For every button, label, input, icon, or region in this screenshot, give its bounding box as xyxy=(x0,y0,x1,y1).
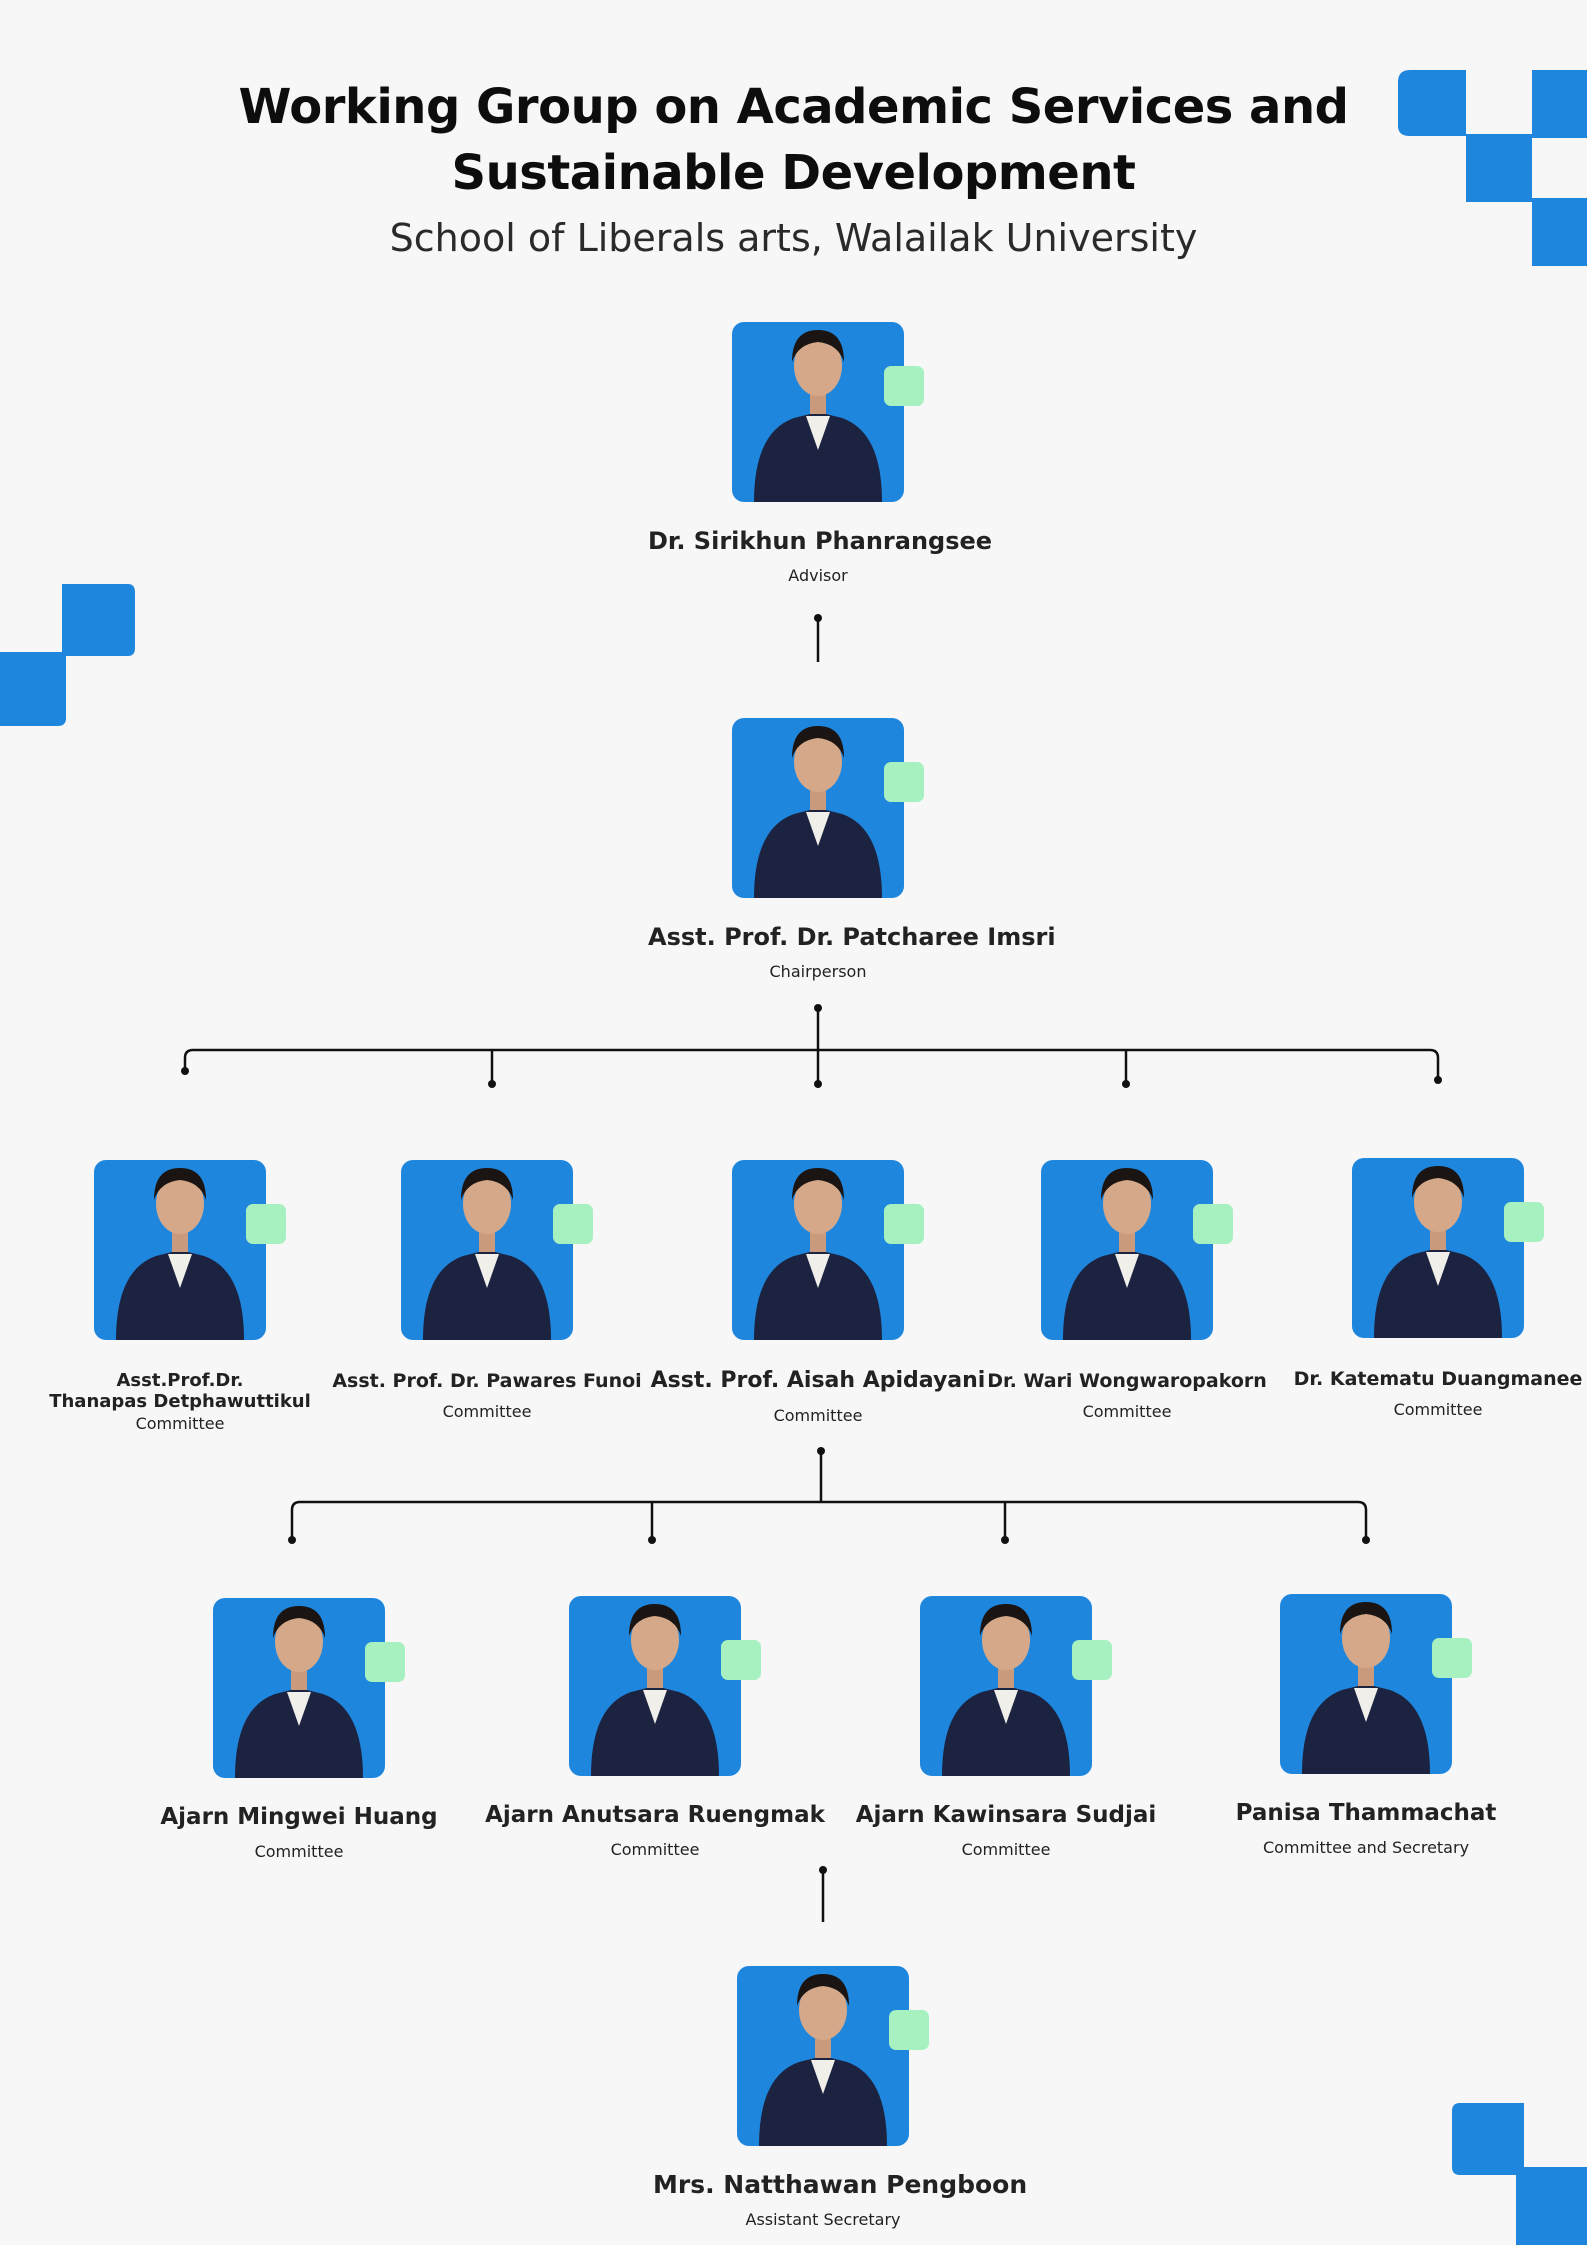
accent-square xyxy=(246,1204,286,1244)
chair-photo xyxy=(732,718,924,898)
assistant-name: Mrs. Natthawan Pengboon xyxy=(653,2170,1028,2199)
accent-square xyxy=(721,1640,761,1680)
accent-square xyxy=(365,1642,405,1682)
committee-photo xyxy=(213,1598,405,1778)
person-photo-icon xyxy=(116,1168,244,1340)
chair-name: Asst. Prof. Dr. Patcharee Imsri xyxy=(648,923,1056,951)
accent-square xyxy=(884,762,924,802)
committee-photo xyxy=(1041,1160,1233,1340)
committee-card-6: Ajarn Mingwei Huang Committee xyxy=(129,1598,469,1861)
committee-role: Committee xyxy=(773,1406,863,1425)
committee-role: Committee xyxy=(610,1840,700,1859)
advisor-card: Dr. Sirikhun Phanrangsee Advisor xyxy=(648,322,993,585)
advisor-photo xyxy=(732,322,924,502)
committee-photo xyxy=(1280,1594,1472,1774)
committee-card-1: Asst.Prof.Dr. Thanapas Detphawuttikul Co… xyxy=(10,1160,350,1433)
committee-role: Committee xyxy=(1393,1400,1483,1419)
committee-photo xyxy=(401,1160,593,1340)
committee-card-9: Panisa Thammachat Committee and Secretar… xyxy=(1196,1594,1536,1857)
committee-photo xyxy=(920,1596,1112,1776)
chair-role: Chairperson xyxy=(769,962,867,981)
accent-square xyxy=(1504,1202,1544,1242)
advisor-role: Advisor xyxy=(788,566,848,585)
person-photo-icon xyxy=(591,1604,719,1776)
person-photo-icon xyxy=(1374,1166,1502,1338)
person-photo-icon xyxy=(759,1974,887,2146)
committee-name: Asst. Prof. Dr. Pawares Funoi xyxy=(332,1370,642,1392)
committee-role: Committee xyxy=(1082,1402,1172,1421)
accent-square xyxy=(553,1204,593,1244)
accent-square xyxy=(1193,1204,1233,1244)
title-line-1: Working Group on Academic Services and xyxy=(238,79,1349,135)
person-photo-icon xyxy=(235,1606,363,1778)
committee-photo xyxy=(94,1160,286,1340)
committee-name: Ajarn Kawinsara Sudjai xyxy=(855,1802,1157,1828)
committee-name: Ajarn Mingwei Huang xyxy=(160,1804,438,1830)
chair-card: Asst. Prof. Dr. Patcharee Imsri Chairper… xyxy=(648,718,1056,981)
person-photo-icon xyxy=(754,726,882,898)
assistant-role: Assistant Secretary xyxy=(745,2210,901,2229)
committee-card-4: Dr. Wari Wongwaropakorn Committee xyxy=(957,1160,1297,1421)
person-photo-icon xyxy=(423,1168,551,1340)
left-decoration xyxy=(0,584,135,726)
accent-square xyxy=(889,2010,929,2050)
bottom-right-decoration xyxy=(1452,2103,1587,2245)
accent-square xyxy=(1072,1640,1112,1680)
committee-card-8: Ajarn Kawinsara Sudjai Committee xyxy=(836,1596,1176,1859)
committee-card-7: Ajarn Anutsara Ruengmak Committee xyxy=(485,1596,825,1859)
committee-photo xyxy=(1352,1158,1544,1338)
page-title: Working Group on Academic Services and S… xyxy=(0,74,1587,206)
committee-card-3: Asst. Prof. Aisah Apidayani Committee xyxy=(648,1160,988,1425)
top-right-decoration xyxy=(1398,70,1587,266)
accent-square xyxy=(884,1204,924,1244)
accent-square xyxy=(1432,1638,1472,1678)
committee-role: Committee xyxy=(135,1414,225,1433)
committee-photo xyxy=(732,1160,924,1340)
person-photo-icon xyxy=(942,1604,1070,1776)
person-photo-icon xyxy=(754,330,882,502)
committee-name: Dr. Wari Wongwaropakorn xyxy=(987,1370,1267,1392)
accent-square xyxy=(884,366,924,406)
committee-card-5: Dr. Katematu Duangmanee Committee xyxy=(1268,1158,1587,1419)
committee-name: Asst. Prof. Aisah Apidayani xyxy=(650,1368,986,1393)
committee-name: Panisa Thammachat xyxy=(1235,1800,1497,1826)
committee-role: Committee xyxy=(254,1842,344,1861)
committee-role: Committee xyxy=(961,1840,1051,1859)
committee-name: Dr. Katematu Duangmanee xyxy=(1293,1368,1583,1390)
page-subtitle: School of Liberals arts, Walailak Univer… xyxy=(389,216,1198,260)
committee-name: Ajarn Anutsara Ruengmak xyxy=(485,1802,825,1828)
committee-photo xyxy=(569,1596,761,1776)
person-photo-icon xyxy=(1063,1168,1191,1340)
assistant-photo xyxy=(737,1966,929,2146)
committee-role: Committee xyxy=(442,1402,532,1421)
committee-card-2: Asst. Prof. Dr. Pawares Funoi Committee xyxy=(317,1160,657,1421)
committee-name: Asst.Prof.Dr. Thanapas Detphawuttikul xyxy=(10,1370,350,1412)
person-photo-icon xyxy=(754,1168,882,1340)
person-photo-icon xyxy=(1302,1602,1430,1774)
advisor-name: Dr. Sirikhun Phanrangsee xyxy=(648,527,993,555)
committee-name-line-2: Thanapas Detphawuttikul xyxy=(49,1391,311,1412)
title-line-2: Sustainable Development xyxy=(451,145,1136,201)
assistant-secretary-card: Mrs. Natthawan Pengboon Assistant Secret… xyxy=(653,1966,1028,2229)
committee-role: Committee and Secretary xyxy=(1262,1838,1470,1857)
committee-name-line-1: Asst.Prof.Dr. xyxy=(116,1370,244,1391)
